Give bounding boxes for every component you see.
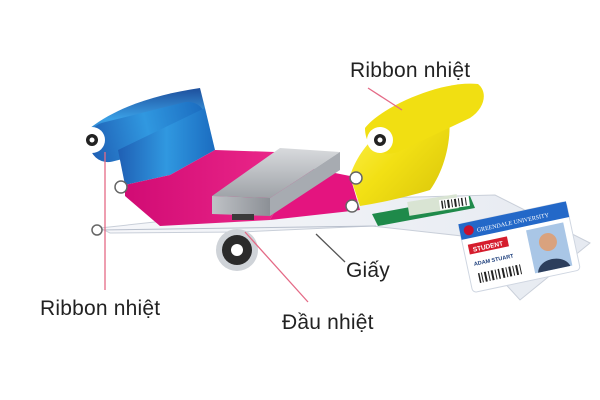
university-crest-icon [463, 225, 474, 236]
left-guide-roller [114, 180, 128, 194]
cyan-panel [118, 108, 215, 185]
card-barcode [475, 262, 526, 285]
print-head-front [212, 196, 270, 216]
print-head-element [232, 214, 254, 220]
paper-guide-roller [91, 224, 103, 236]
leader-paper [315, 233, 346, 263]
yellow-ribbon-roll [365, 83, 484, 154]
card-role-badge [467, 236, 509, 255]
strip-barcode [438, 195, 470, 210]
print-head-top [212, 148, 340, 198]
label-ribbon-left: Ribbon nhiệt [40, 297, 161, 320]
right-guide-roller-bottom [345, 199, 359, 213]
label-ribbon-top: Ribbon nhiệt [350, 59, 471, 82]
print-head-side [270, 152, 340, 216]
label-paper: Giấy [346, 259, 390, 282]
leader-ribbon-top [367, 87, 403, 111]
id-card: GREENDALE UNIVERSITY STUDENT ADAM STUART [458, 201, 581, 293]
leader-print-head [244, 231, 309, 303]
right-guide-roller-top [349, 171, 363, 185]
paper-edge [99, 225, 377, 231]
label-print-head: Đầu nhiệt [282, 311, 374, 334]
cyan-ribbon-roll [88, 101, 208, 163]
